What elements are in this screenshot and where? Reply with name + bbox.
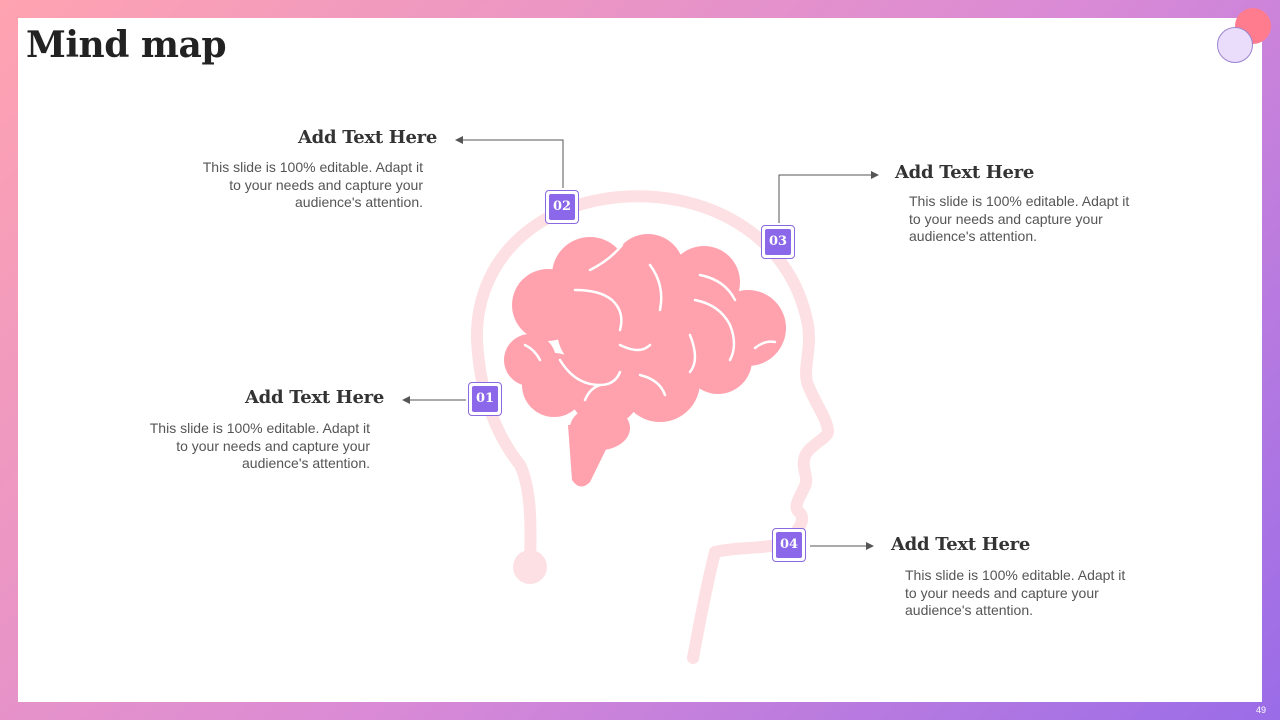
brain-folds [523,243,777,402]
connector-02 [455,136,564,188]
item-04-text: This slide is 100% editable. Adapt it to… [905,567,1126,618]
decorative-circle-lavender [1217,27,1253,63]
badge-02: 02 [545,190,579,224]
page-number: 49 [1255,705,1266,715]
badge-04: 04 [772,528,806,562]
badge-01: 01 [468,382,502,416]
item-04-heading: Add Text Here [891,534,1030,555]
item-02-heading: Add Text Here [298,127,437,148]
item-01-heading: Add Text Here [245,387,384,408]
page-title: Mind map [26,24,227,66]
head-outline-end-dot [513,550,547,584]
item-01-text: This slide is 100% editable. Adapt it to… [149,420,370,471]
badge-number: 01 [472,386,498,412]
item-03-text: This slide is 100% editable. Adapt it to… [909,193,1130,244]
badge-number: 02 [549,194,575,220]
connector-03 [778,171,879,223]
item-03-heading: Add Text Here [895,162,1034,183]
badge-number: 04 [776,532,802,558]
brain-icon [504,234,786,487]
badge-number: 03 [765,229,791,255]
badge-03: 03 [761,225,795,259]
item-02-text: This slide is 100% editable. Adapt it to… [202,159,423,210]
